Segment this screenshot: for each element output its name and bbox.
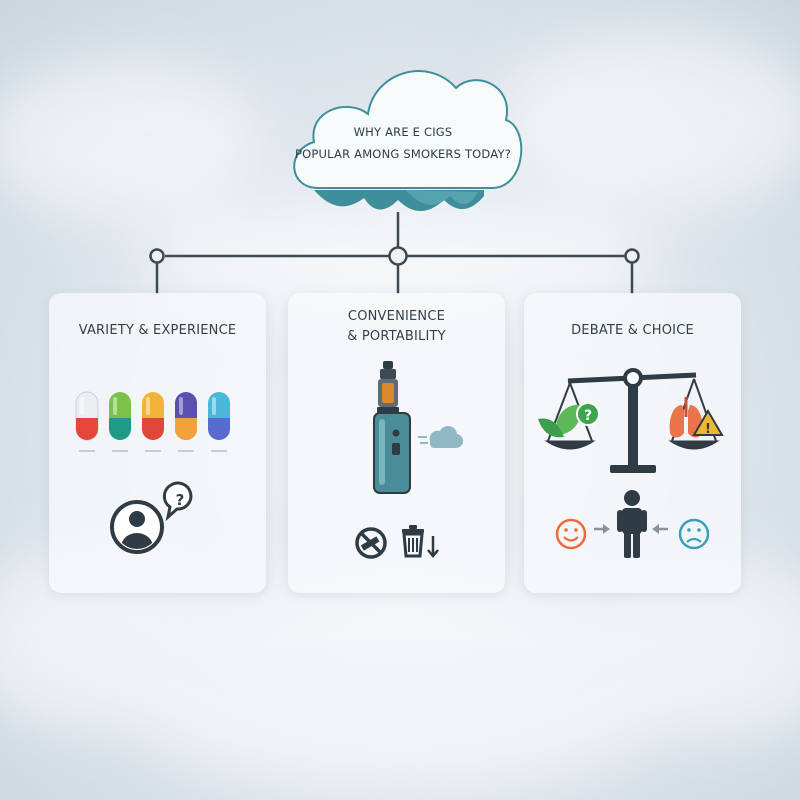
lungs-warning-icon: !	[669, 397, 724, 438]
node-right	[624, 248, 640, 264]
header-title-line1: WHY ARE E CIGS	[353, 125, 453, 139]
header-cloud: WHY ARE E CIGS POPULAR AMONG SMOKERS TOD…	[278, 50, 528, 220]
happy-face-icon	[555, 518, 587, 550]
header-title-line2: POPULAR AMONG SMOKERS TODAY?	[295, 147, 511, 161]
arrow-left-icon	[652, 524, 668, 534]
flavor-capsules-icon	[75, 391, 230, 452]
node-left	[149, 248, 165, 264]
card-title: DEBATE & CHOICE	[571, 323, 694, 338]
vapor-cloud-icon	[418, 426, 464, 449]
cloud-shape	[293, 70, 523, 211]
card-title-line1: CONVENIENCE	[347, 309, 446, 324]
vape-device-icon	[373, 361, 411, 494]
card-variety-experience: VARIETY & EXPERIENCE	[49, 293, 266, 593]
card-title: VARIETY & EXPERIENCE	[78, 323, 237, 338]
no-smoking-icon	[355, 527, 387, 559]
card-title-line2: & PORTABILITY	[347, 329, 446, 344]
node-center	[388, 246, 408, 266]
svg-text:?: ?	[176, 491, 185, 509]
card-debate-choice: DEBATE & CHOICE ? !	[524, 293, 741, 593]
card-convenience-portability: CONVENIENCE & PORTABILITY	[288, 293, 505, 593]
user-question-icon: ?	[110, 481, 193, 554]
trash-bin-icon	[402, 525, 439, 558]
person-icon	[617, 490, 647, 558]
arrow-right-icon	[594, 524, 610, 534]
balance-scale-icon	[544, 368, 720, 473]
cloud-bottom-bumps	[314, 190, 484, 211]
sad-face-icon	[678, 518, 710, 550]
svg-text:?: ?	[584, 408, 592, 424]
leaf-question-icon: ?	[538, 402, 600, 438]
svg-text:!: !	[705, 422, 711, 437]
